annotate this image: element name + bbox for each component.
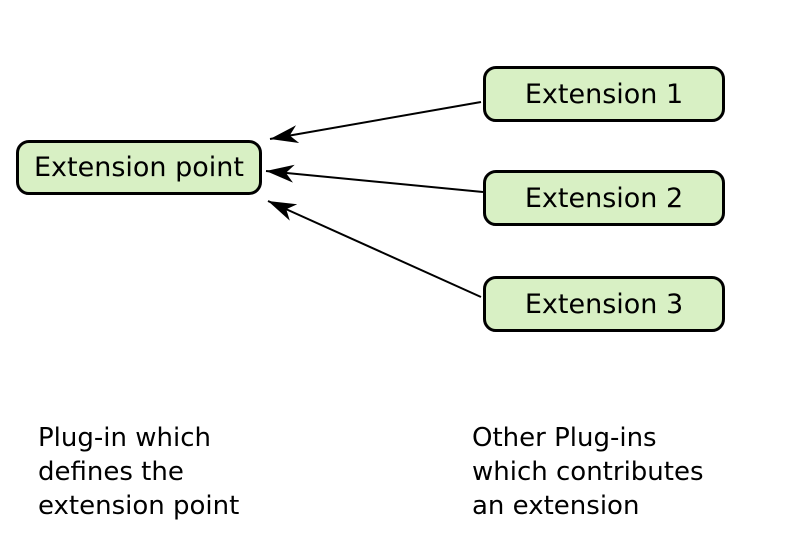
edge-extension-3-to-extension-point	[267, 200, 482, 298]
caption-plugin-defines: Plug-in which defines the extension poin…	[38, 423, 240, 521]
node-extension-1: Extension 1	[483, 66, 725, 122]
edge-extension-2-to-extension-point	[265, 164, 484, 193]
edge-extension-1-to-extension-point	[269, 101, 482, 144]
node-extension-point: Extension point	[16, 140, 262, 195]
node-extension-3: Extension 3	[483, 276, 725, 332]
caption-other-plugins: Other Plug-ins which contributes an exte…	[472, 423, 704, 521]
node-extension-2: Extension 2	[483, 170, 725, 226]
